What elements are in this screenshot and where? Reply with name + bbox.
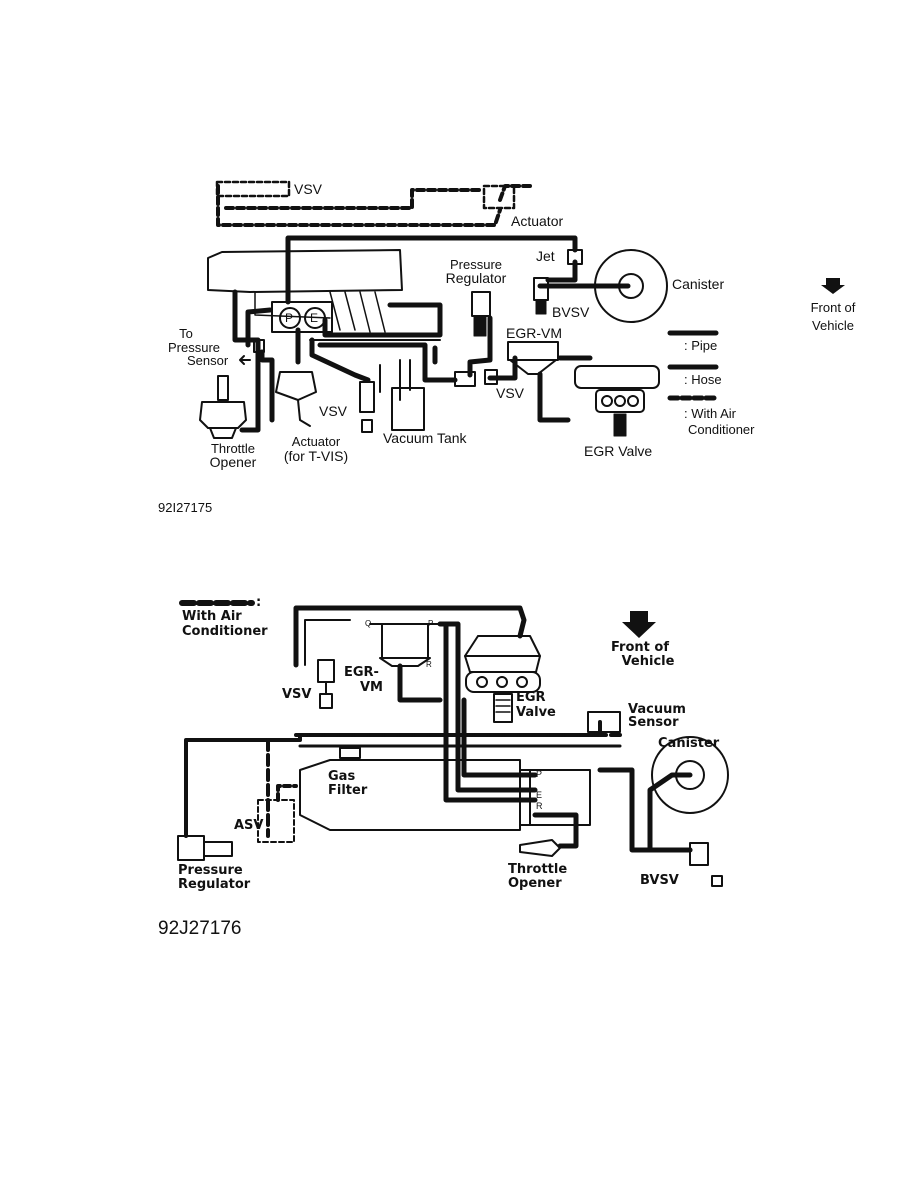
label2-port-e: E xyxy=(536,790,543,800)
pressure-sensor-tee xyxy=(253,339,265,353)
label-actuator-tvis-1: Actuator xyxy=(291,434,341,449)
figure-2-drawing xyxy=(177,600,729,887)
vsv-right xyxy=(454,371,476,387)
label2-r-port: R xyxy=(426,660,432,669)
legend2-ac-label-2: Conditioner xyxy=(182,624,268,639)
label-vsv-lower: VSV xyxy=(319,403,348,419)
label2-gas-filter-1: Gas xyxy=(328,769,356,784)
label-e-port: E xyxy=(310,311,319,325)
intake-plenum xyxy=(207,249,403,293)
label2-throttle-opener-1: Throttle xyxy=(508,862,568,877)
vsv-lower xyxy=(359,381,375,413)
label-throttle-opener-1: Throttle xyxy=(210,441,256,456)
legend2-ac-label-1: With Air xyxy=(182,609,242,624)
label-egr-vm: EGR-VM xyxy=(506,325,562,341)
label-pressure-regulator-1: Pressure xyxy=(449,257,503,272)
legend2-colon: : xyxy=(256,595,262,610)
figure-1-code: 92I27175 xyxy=(158,500,213,515)
throttle-opener-2 xyxy=(519,839,561,857)
label-canister: Canister xyxy=(672,276,725,292)
label-actuator-top: Actuator xyxy=(511,213,564,229)
label-vsv-top: VSV xyxy=(294,181,323,197)
throttle-body-block xyxy=(529,769,591,826)
label-egr-valve: EGR Valve xyxy=(584,443,653,459)
label-p-port: P xyxy=(285,311,294,325)
label-bvsv: BVSV xyxy=(552,304,590,320)
legend-hose-label: : Hose xyxy=(684,372,722,387)
label2-gas-filter-2: Filter xyxy=(328,783,368,798)
pressure-regulator-base xyxy=(473,315,487,337)
legend-ac-label-2: Conditioner xyxy=(688,422,755,437)
label2-asv: ASV xyxy=(234,818,264,833)
egr-valve-2-body xyxy=(464,655,541,673)
label2-front-1: Front of xyxy=(611,640,669,655)
label2-port-r: R xyxy=(536,801,543,811)
egr-valve-body xyxy=(574,365,660,389)
label2-egr-valve-2: Valve xyxy=(516,705,556,720)
jet xyxy=(567,249,583,265)
vacuum-tank xyxy=(391,387,425,431)
label2-egr-valve-1: EGR xyxy=(516,690,546,705)
label2-bvsv: BVSV xyxy=(640,873,679,888)
label-vsv-right: VSV xyxy=(496,385,525,401)
label2-port-p: P xyxy=(536,769,543,779)
label-jet: Jet xyxy=(536,248,555,264)
label2-vsv: VSV xyxy=(282,687,312,702)
egr-valve-2-stem xyxy=(493,693,513,723)
front-arrow-icon-1 xyxy=(821,278,845,294)
label-throttle-opener-2: Opener xyxy=(209,454,257,470)
label2-front-2: Vehicle xyxy=(621,654,675,669)
egr-vm-2 xyxy=(381,623,429,659)
legend-pipe-label: : Pipe xyxy=(684,338,718,353)
egr-vm-cone xyxy=(509,359,557,375)
label2-vacuum-sensor-1: Vacuum xyxy=(628,702,686,717)
label-vacuum-tank: Vacuum Tank xyxy=(383,430,467,446)
canister-outer xyxy=(594,249,668,323)
p-port-circle xyxy=(279,307,301,329)
label-front-2: Vehicle xyxy=(812,318,854,333)
bvsv-2 xyxy=(689,842,709,866)
egr-valve-base xyxy=(595,389,645,413)
pressure-regulator-body xyxy=(471,291,491,317)
label-front-1: Front of xyxy=(810,300,856,315)
label2-p-port: P xyxy=(428,619,434,628)
label2-vacuum-sensor-2: Sensor xyxy=(628,715,679,730)
label2-q-port: Q xyxy=(365,619,372,628)
label2-pressure-regulator-2: Regulator xyxy=(178,877,251,892)
label2-canister: Canister xyxy=(658,736,720,751)
hose-lines xyxy=(309,339,441,401)
bvsv-tip xyxy=(535,299,547,315)
pipe-lines xyxy=(232,235,631,433)
label-to-pressure-sensor-1: To xyxy=(179,326,193,341)
label2-egr-vm-1: EGR- xyxy=(344,665,379,680)
legend-ac-label-1: : With Air xyxy=(684,406,737,421)
vsv-top-dashed xyxy=(215,180,516,210)
throttle-opener xyxy=(199,401,247,429)
egr-valve-stem xyxy=(613,413,627,437)
vacuum-sensor-box xyxy=(587,711,621,733)
label2-pressure-regulator-1: Pressure xyxy=(178,863,243,878)
label-to-pressure-sensor-3: Sensor xyxy=(187,353,229,368)
canister-2-outer xyxy=(651,736,729,814)
label-actuator-tvis-2: (for T-VIS) xyxy=(283,448,349,464)
label-pressure-regulator-2: Regulator xyxy=(445,270,507,286)
gas-filter-body xyxy=(299,759,521,831)
label2-throttle-opener-2: Opener xyxy=(508,876,562,891)
label2-egr-vm-2: VM xyxy=(360,680,383,695)
pressure-regulator-2 xyxy=(177,835,205,861)
figure-2-code: 92J27176 xyxy=(158,918,242,939)
port-block xyxy=(271,301,333,333)
label-to-pressure-sensor-2: Pressure xyxy=(168,340,221,355)
canister-inner xyxy=(618,273,644,299)
actuator-tvis xyxy=(275,371,317,401)
vsv-2 xyxy=(317,659,335,683)
intake-runners xyxy=(254,291,386,333)
figure-1-drawing xyxy=(199,180,719,439)
front-arrow-icon-2 xyxy=(622,611,656,638)
